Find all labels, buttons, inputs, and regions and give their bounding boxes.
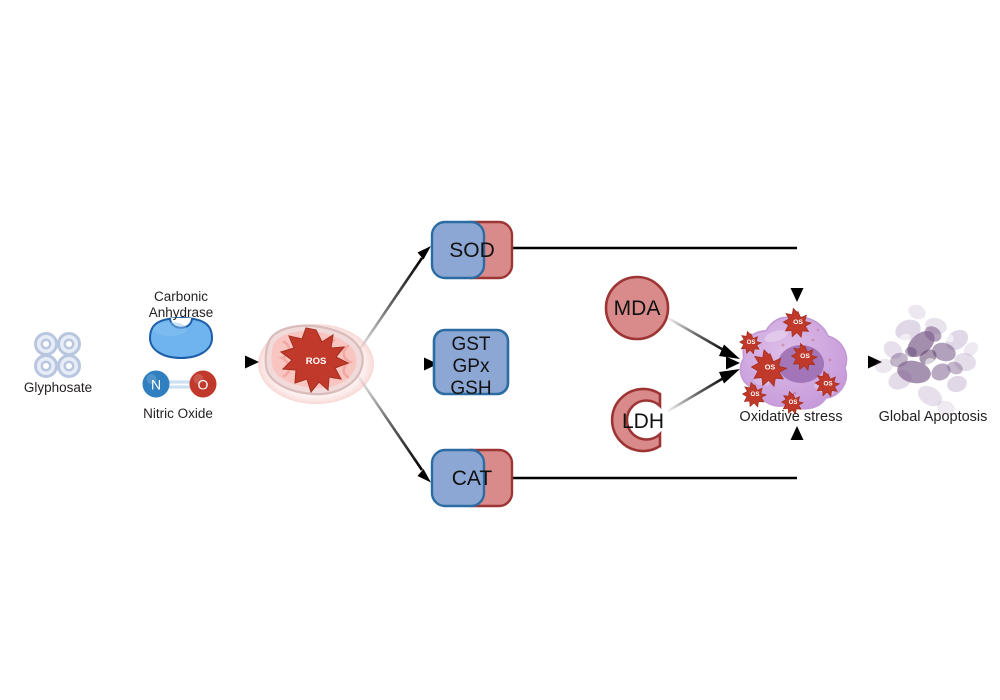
- svg-text:OS: OS: [789, 400, 798, 406]
- gst-box[interactable]: [432, 328, 510, 396]
- edge-glyphosate-to-mitochondria: [118, 355, 259, 369]
- ros-starburst-icon: ROS: [279, 327, 350, 394]
- node-mda[interactable]: [604, 275, 670, 341]
- ros-label: ROS: [306, 356, 327, 367]
- carbonic-anhydrase-label: Carbonic Anhydrase: [148, 289, 214, 320]
- cat-blue-block[interactable]: [430, 448, 486, 508]
- edge-mda-to-oxidative-stress: [667, 316, 740, 359]
- edge-gst-to-oxidative-stress: [508, 356, 740, 370]
- edge-mitochondria-to-cat: [356, 375, 431, 483]
- stressed-cell-icon[interactable]: OS OS OS OS OS: [738, 307, 848, 415]
- svg-text:OS: OS: [793, 319, 803, 326]
- edge-ldh-to-oxidative-stress: [667, 369, 740, 413]
- os-starburst-group: OS OS OS OS OS: [738, 307, 841, 415]
- nitric-oxide-label: Nitric Oxide: [143, 406, 213, 421]
- svg-text:OS: OS: [765, 363, 776, 372]
- nitrogen-atom-label: N: [151, 377, 161, 393]
- svg-text:OS: OS: [751, 391, 760, 398]
- mda-circle[interactable]: [604, 275, 670, 341]
- global-apoptosis-label: Global Apoptosis: [878, 409, 988, 425]
- node-gst-group[interactable]: [432, 328, 510, 396]
- node-cat[interactable]: [430, 448, 514, 508]
- node-sod[interactable]: [430, 220, 514, 280]
- node-ldh[interactable]: [610, 387, 662, 453]
- glyphosate-label: Glyphosate: [23, 380, 93, 395]
- apoptotic-bodies-icon[interactable]: [874, 302, 981, 418]
- edge-oxidative-stress-to-apoptosis: [850, 355, 882, 369]
- svg-text:OS: OS: [823, 380, 832, 387]
- enzyme-icon[interactable]: [148, 316, 214, 360]
- edge-group: [118, 246, 882, 483]
- sod-blue-block[interactable]: [430, 220, 486, 280]
- oxygen-atom-label: O: [198, 377, 209, 393]
- edge-mitochondria-to-sod: [356, 246, 431, 353]
- svg-text:OS: OS: [747, 340, 756, 346]
- edge-sod-to-oxidative-stress: [512, 246, 804, 302]
- edge-cat-to-oxidative-stress: [512, 426, 804, 480]
- oxidative-stress-label: Oxidative stress: [739, 409, 843, 425]
- svg-text:OS: OS: [800, 353, 810, 360]
- mitochondria-icon[interactable]: ROS: [258, 324, 374, 404]
- ldh-c-ring[interactable]: [610, 387, 662, 453]
- nitric-oxide-molecule-icon[interactable]: N O: [142, 370, 217, 398]
- glyphosate-molecule-icon[interactable]: [34, 332, 81, 378]
